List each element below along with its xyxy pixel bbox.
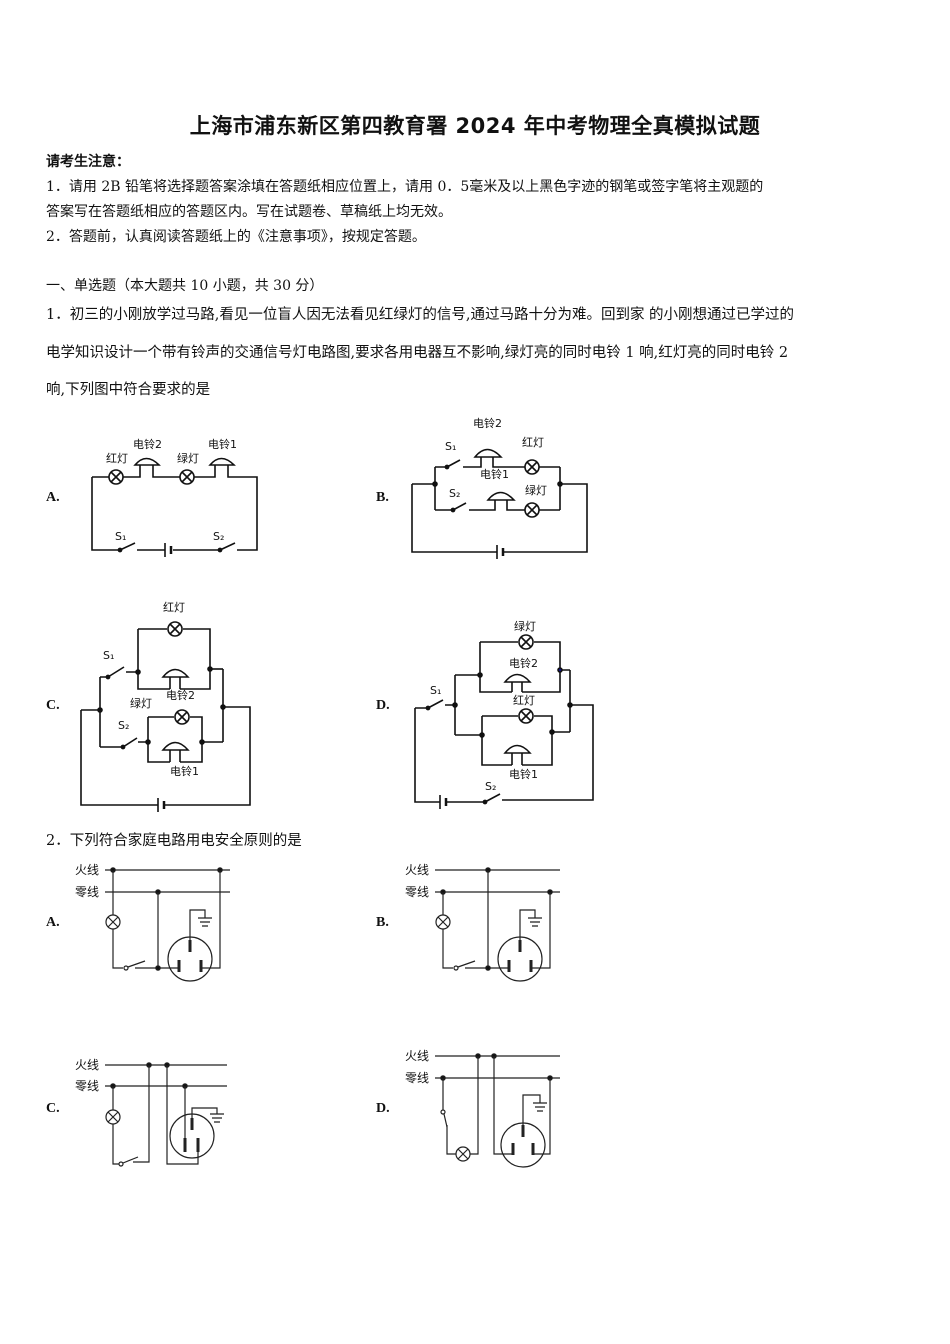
svg-text:电铃2: 电铃2	[166, 688, 195, 702]
svg-text:电铃2: 电铃2	[473, 416, 502, 430]
notice-line-3: 2．答题前，认真阅读答题纸上的《注意事项》，按规定答题。	[46, 229, 426, 245]
svg-text:红灯: 红灯	[513, 694, 535, 707]
svg-text:零线: 零线	[405, 1071, 429, 1085]
svg-text:零线: 零线	[75, 1079, 99, 1093]
question-1-line-3: 响,下列图中符合要求的是	[46, 382, 211, 398]
q1-option-c-label: C.	[46, 698, 60, 713]
svg-text:电铃1: 电铃1	[480, 467, 509, 481]
svg-text:S₁: S₁	[103, 649, 114, 662]
question-1-line-2: 电学知识设计一个带有铃声的交通信号灯电路图,要求各用电器互不影响,绿灯亮的同时电…	[46, 345, 789, 361]
svg-text:零线: 零线	[405, 885, 429, 899]
question-1-line-1: 1．初三的小刚放学过马路,看见一位盲人因无法看见红绿灯的信号,通过马路十分为难。…	[46, 307, 795, 323]
notice-line-1: 1．请用 2B 铅笔将选择题答案涂填在答题纸相应位置上，请用 0．5毫米及以上黑…	[46, 179, 764, 195]
svg-text:S₁: S₁	[115, 530, 126, 543]
q1-option-b-circuit: 电铃2 红灯 S₁ 电铃1 绿灯 S₂	[405, 412, 595, 562]
q2-option-c-label: C.	[46, 1101, 60, 1116]
svg-text:电铃1: 电铃1	[170, 764, 199, 778]
q2-option-b-label: B.	[376, 915, 389, 930]
svg-text:火线: 火线	[405, 1049, 429, 1063]
notice-line-2: 答案写在答题纸相应的答题区内。写在试题卷、草稿纸上均无效。	[46, 204, 452, 220]
svg-text:电铃1: 电铃1	[509, 767, 538, 781]
svg-text:火线: 火线	[75, 1058, 99, 1072]
q1-option-a-label: A.	[46, 490, 60, 505]
svg-text:红灯: 红灯	[106, 452, 128, 465]
svg-text:S₂: S₂	[118, 719, 129, 732]
section-heading: 一、单选题（本大题共 10 小题，共 30 分）	[46, 278, 324, 294]
svg-text:S₁: S₁	[445, 440, 456, 453]
svg-text:电铃2: 电铃2	[509, 656, 538, 670]
q1-option-b-label: B.	[376, 490, 389, 505]
q1-option-c-circuit: 红灯 S₁ 电铃2 绿灯 S₂ 电铃1	[78, 597, 268, 812]
q2-option-d-label: D.	[376, 1101, 390, 1116]
svg-text:绿灯: 绿灯	[514, 619, 536, 633]
q1-option-d-label: D.	[376, 698, 390, 713]
svg-text:电铃1: 电铃1	[208, 437, 237, 451]
q1-option-d-circuit: 绿灯 电铃2 S₁ 红灯 电铃1 S₂	[410, 619, 605, 810]
q2-option-a-label: A.	[46, 915, 60, 930]
q1-option-a-circuit: 红灯 电铃2 绿灯 电铃1 S₁ S₂	[85, 430, 265, 560]
svg-text:S₂: S₂	[485, 780, 496, 793]
svg-text:零线: 零线	[75, 885, 99, 899]
svg-text:S₁: S₁	[430, 684, 441, 697]
question-2-line-1: 2．下列符合家庭电路用电安全原则的是	[46, 833, 302, 849]
page-title: 上海市浦东新区第四教育署 2024 年中考物理全真模拟试题	[189, 114, 761, 138]
svg-text:电铃2: 电铃2	[133, 437, 162, 451]
q2-option-d-circuit: 火线 零线	[405, 1047, 565, 1172]
svg-text:绿灯: 绿灯	[177, 451, 199, 465]
svg-text:S₂: S₂	[449, 487, 460, 500]
q2-option-a-circuit: 火线 零线	[75, 860, 235, 985]
svg-text:红灯: 红灯	[522, 436, 544, 449]
notice-heading: 请考生注意：	[46, 154, 130, 170]
q2-option-b-circuit: 火线 零线	[405, 860, 565, 985]
svg-text:火线: 火线	[405, 863, 429, 877]
svg-text:绿灯: 绿灯	[130, 696, 152, 710]
svg-text:火线: 火线	[75, 863, 99, 877]
svg-text:红灯: 红灯	[163, 601, 185, 614]
q2-option-c-circuit: 火线 零线	[75, 1052, 235, 1177]
svg-text:绿灯: 绿灯	[525, 483, 547, 497]
svg-text:S₂: S₂	[213, 530, 224, 543]
